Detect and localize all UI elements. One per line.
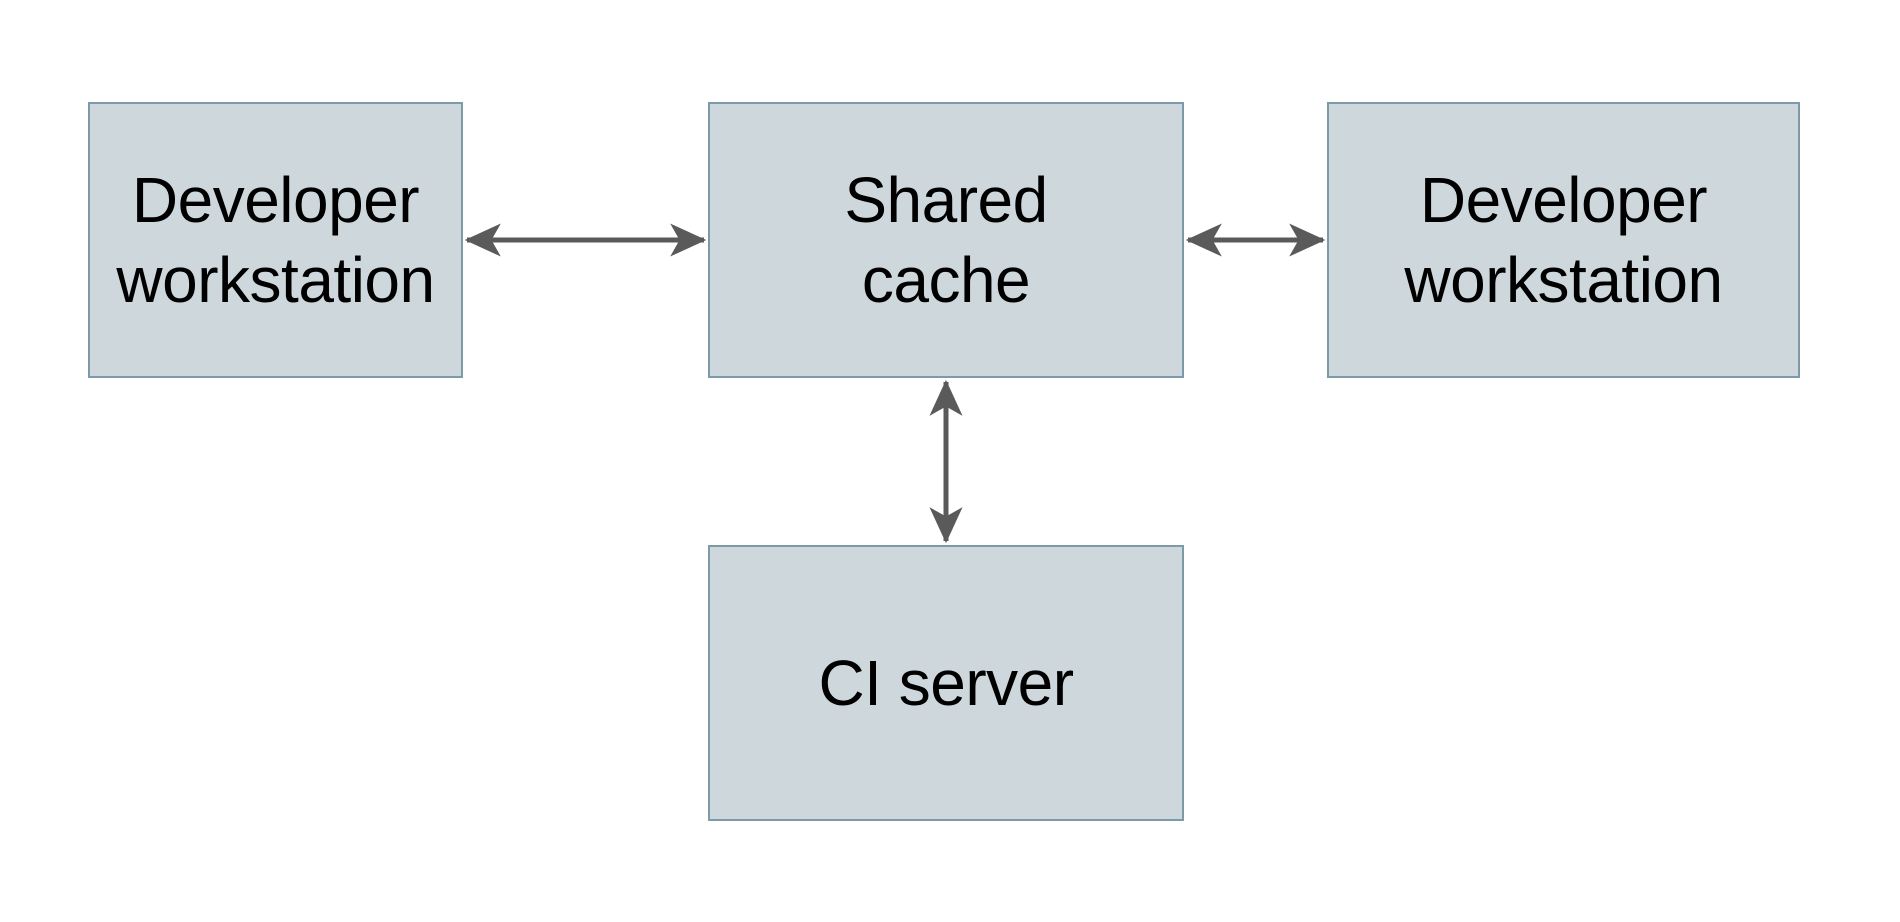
node-developer-workstation-right[interactable]: Developer workstation	[1327, 102, 1800, 378]
node-shared-cache[interactable]: Shared cache	[708, 102, 1184, 378]
node-label: Developer workstation	[1404, 164, 1723, 316]
node-label: Shared cache	[844, 164, 1048, 316]
node-label: Developer workstation	[116, 164, 435, 316]
node-developer-workstation-left[interactable]: Developer workstation	[88, 102, 463, 378]
node-ci-server[interactable]: CI server	[708, 545, 1184, 821]
node-label: CI server	[818, 647, 1074, 719]
